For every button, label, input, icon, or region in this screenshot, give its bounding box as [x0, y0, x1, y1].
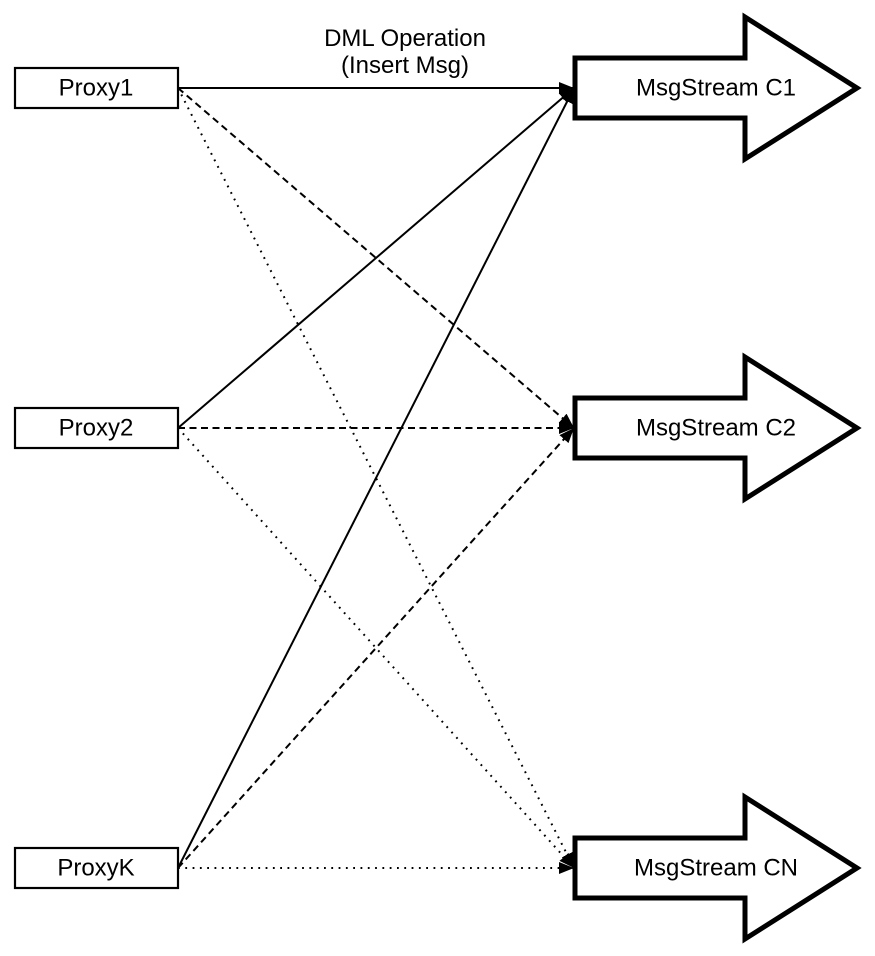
- proxy2-label: Proxy2: [59, 415, 134, 442]
- edge-proxy3-to-stream2-dashed: [177, 427, 575, 869]
- stream-node-3: MsgStream CN: [572, 792, 862, 944]
- diagram-title-line1: DML Operation: [324, 25, 486, 52]
- stream3-label: MsgStream CN: [634, 855, 798, 882]
- diagram-title-line2: (Insert Msg): [341, 52, 469, 79]
- edge-proxy3-to-stream1-solid: [177, 87, 575, 869]
- stream2-label: MsgStream C2: [636, 415, 796, 442]
- edge-group: [177, 82, 575, 874]
- stream1-label: MsgStream C1: [636, 75, 796, 102]
- edge-proxy2-to-stream3-dotted: [177, 427, 575, 869]
- proxy-node-1: Proxy1: [13, 66, 180, 110]
- proxyk-box: [13, 846, 180, 890]
- stream3-arrow-shape: [572, 792, 862, 944]
- proxy1-box: [13, 66, 180, 110]
- stream-node-1: MsgStream C1: [572, 12, 862, 164]
- proxy-node-2: Proxy2: [13, 406, 180, 450]
- stream-node-2: MsgStream C2: [572, 352, 862, 504]
- edge-proxy1-to-stream2-dashed: [177, 87, 575, 429]
- proxy1-label: Proxy1: [59, 75, 134, 102]
- proxy2-box: [13, 406, 180, 450]
- proxyk-label: ProxyK: [57, 855, 134, 882]
- edge-proxy2-to-stream1-solid: [177, 87, 575, 429]
- stream2-arrow-shape: [572, 352, 862, 504]
- stream1-arrow-shape: [572, 12, 862, 164]
- proxy-node-3: ProxyK: [13, 846, 180, 890]
